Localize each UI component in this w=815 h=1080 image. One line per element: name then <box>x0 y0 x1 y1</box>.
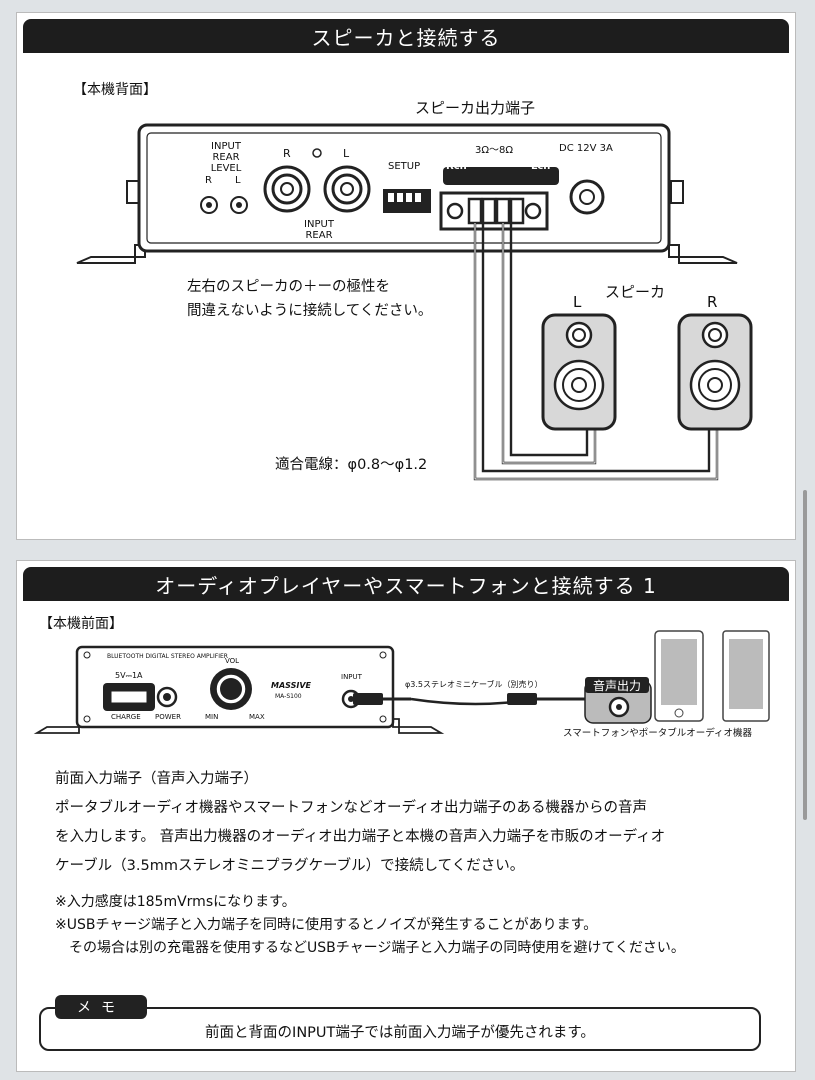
audio-player-icon <box>722 630 770 722</box>
speaker-label: スピーカ <box>605 283 666 301</box>
model-line: BLUETOOTH DIGITAL STEREO AMPLIFIER <box>107 653 228 660</box>
smartphone-icon <box>654 630 704 722</box>
speaker-right-icon <box>677 313 753 431</box>
min-label: MIN <box>205 713 219 721</box>
speaker-connection-section: スピーカと接続する 【本機背面】 スピーカ出力端子 <box>16 12 796 540</box>
note-noise: ※USBチャージ端子と入力端子を同時に使用するとノイズが発生することがあります。 <box>55 917 598 933</box>
model-label: MA-S100 <box>275 693 302 700</box>
dc-label: DC 12V 3A <box>559 143 613 154</box>
polarity-note: 左右のスピーカの＋ーの極性を 間違えないように接続してください。 <box>187 279 433 319</box>
phone-caption: スマートフォンやポータブルオーディオ機器 <box>563 728 753 739</box>
level-r-label: R <box>205 175 212 186</box>
memo-box: メモ 前面と背面のINPUT端子では前面入力端子が優先されます。 <box>39 995 761 1051</box>
rear-panel-diagram <box>76 123 753 481</box>
input-label: INPUT <box>341 673 362 681</box>
scrollbar-thumb[interactable] <box>803 490 807 820</box>
note-avoid: その場合は別の充電器を使用するなどUSBチャージ端子と入力端子の同時使用を避けて… <box>55 940 685 956</box>
audio-player-connection-section: オーディオプレイヤーやスマートフォンと接続する 1 【本機前面】 <box>16 560 796 1072</box>
rch-label: Rch <box>446 161 467 172</box>
section-title-speaker: スピーカと接続する <box>23 19 789 53</box>
body-line-3: ケーブル（3.5mmステレオミニプラグケーブル）で接続してください。 <box>55 858 525 874</box>
speaker-l-label: L <box>573 293 582 311</box>
front-panel-diagram <box>33 630 770 734</box>
input-level-label: INPUT REAR LEVEL <box>210 141 242 174</box>
note-sensitivity: ※入力感度は185mVrmsになります。 <box>55 894 296 910</box>
memo-text: 前面と背面のINPUT端子では前面入力端子が優先されます。 <box>205 1025 595 1041</box>
usb-label: 5V⎓1A <box>115 671 143 680</box>
brand-label: MASSIVE <box>271 681 312 690</box>
notes: ※入力感度は185mVrmsになります。 ※USBチャージ端子と入力端子を同時に… <box>55 891 685 960</box>
rca-r-label: R <box>283 147 291 160</box>
speaker-left-icon <box>541 313 617 431</box>
rca-l-label: L <box>343 147 350 160</box>
body-line-2: を入力します。 音声出力機器のオーディオ出力端子と本機の音声入力端子を市販のオー… <box>55 829 666 845</box>
speaker-r-label: R <box>707 293 718 311</box>
max-label: MAX <box>249 713 265 721</box>
wire-note: 適合電線：φ0.8〜φ1.2 <box>275 457 428 473</box>
impedance-label: 3Ω〜8Ω <box>475 145 514 156</box>
rear-label: 【本機背面】 <box>73 82 157 98</box>
level-l-label: L <box>235 175 241 186</box>
section-title-audio: オーディオプレイヤーやスマートフォンと接続する 1 <box>23 567 789 601</box>
setup-label: SETUP <box>388 161 421 172</box>
body-line-1: ポータブルオーディオ機器やスマートフォンなどオーディオ出力端子のある機器からの音… <box>55 800 648 816</box>
power-label: POWER <box>155 713 181 721</box>
vol-label: VOL <box>225 657 240 665</box>
charge-label: CHARGE <box>111 713 141 721</box>
front-label: 【本機前面】 <box>39 616 123 632</box>
audio-output-badge: 音声出力 <box>585 677 649 693</box>
speaker-output-label: スピーカ出力端子 <box>415 99 536 117</box>
cable-label: φ3.5ステレオミニケーブル（別売り） <box>405 680 543 689</box>
input-rear-label: INPUT REAR <box>304 219 334 241</box>
lch-label: Lch <box>531 161 551 172</box>
memo-tag: メモ <box>55 995 147 1019</box>
front-input-heading: 前面入力端子（音声入力端子） <box>55 771 258 787</box>
